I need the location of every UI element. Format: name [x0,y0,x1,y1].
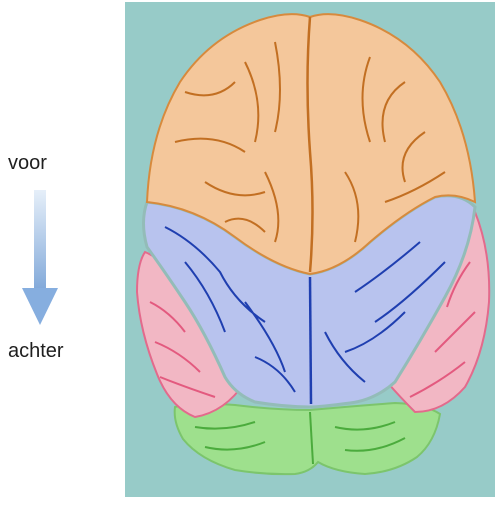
down-arrow-icon [20,190,60,330]
label-back: achter [8,340,64,363]
label-front: voor [8,152,47,175]
occipital-lobe [175,403,440,474]
brain-diagram [125,2,495,497]
